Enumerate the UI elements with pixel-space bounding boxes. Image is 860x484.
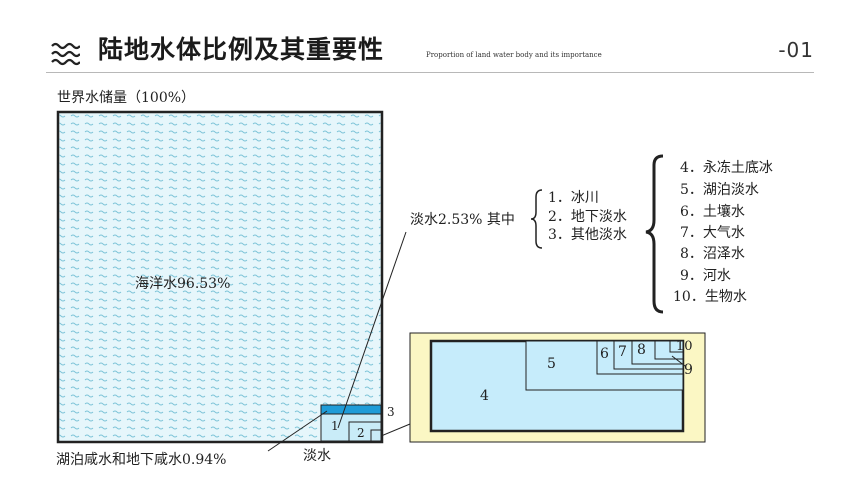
zoom-label-4: 4 [480, 388, 489, 404]
other-item-permafrost: 4．永冻土底冰 [680, 160, 773, 176]
zoom-label-6: 6 [600, 346, 609, 362]
saline-water-strip [320, 404, 382, 415]
other-item-atmosphere: 7．大气水 [680, 225, 745, 241]
saline-water-label: 湖泊咸水和地下咸水0.94% [56, 452, 227, 468]
page-subtitle: Proportion of land water body and its im… [426, 51, 602, 59]
header-divider [46, 72, 814, 73]
world-water-label: 世界水储量（100%） [57, 90, 196, 106]
zoom-label-7: 7 [618, 344, 627, 360]
other-item-swamp: 8．沼泽水 [680, 246, 745, 262]
page-title: 陆地水体比例及其重要性 [98, 35, 385, 64]
box-label-2: 2 [357, 426, 365, 440]
fresh-item-other: 3．其他淡水 [548, 227, 627, 243]
fresh-item-glacier: 1．冰川 [548, 190, 599, 206]
fresh-bottom-label: 淡水 [303, 448, 331, 464]
other-fresh-brace [645, 154, 664, 314]
zoom-label-10: 10 [676, 339, 693, 354]
saline-leader-line [267, 410, 328, 452]
other-fresh-box [370, 429, 382, 442]
fresh-leader-line [337, 231, 407, 429]
ocean-water-label: 海洋水96.53% [135, 276, 231, 292]
wave-icon [51, 42, 80, 66]
box-label-1: 1 [331, 419, 339, 433]
other-item-lake: 5．湖泊淡水 [680, 182, 759, 198]
page-number: -01 [778, 38, 814, 62]
bio-water-box [669, 340, 684, 353]
other-item-river: 9．河水 [680, 268, 731, 284]
fresh-water-label: 淡水2.53% 其中 [410, 212, 515, 228]
zoom-label-5: 5 [547, 356, 556, 372]
fresh-brace [530, 189, 543, 249]
ocean-wave-pattern [59, 113, 381, 441]
river-leader-line [671, 355, 686, 367]
zoom-leader-line [380, 423, 411, 437]
zoom-label-9: 9 [684, 362, 693, 378]
fresh-item-groundwater: 2．地下淡水 [548, 209, 627, 225]
other-item-bio: 10．生物水 [673, 289, 747, 305]
box-label-3: 3 [387, 405, 395, 419]
other-item-soil: 6．土壤水 [680, 204, 745, 220]
zoom-label-8: 8 [637, 342, 646, 358]
